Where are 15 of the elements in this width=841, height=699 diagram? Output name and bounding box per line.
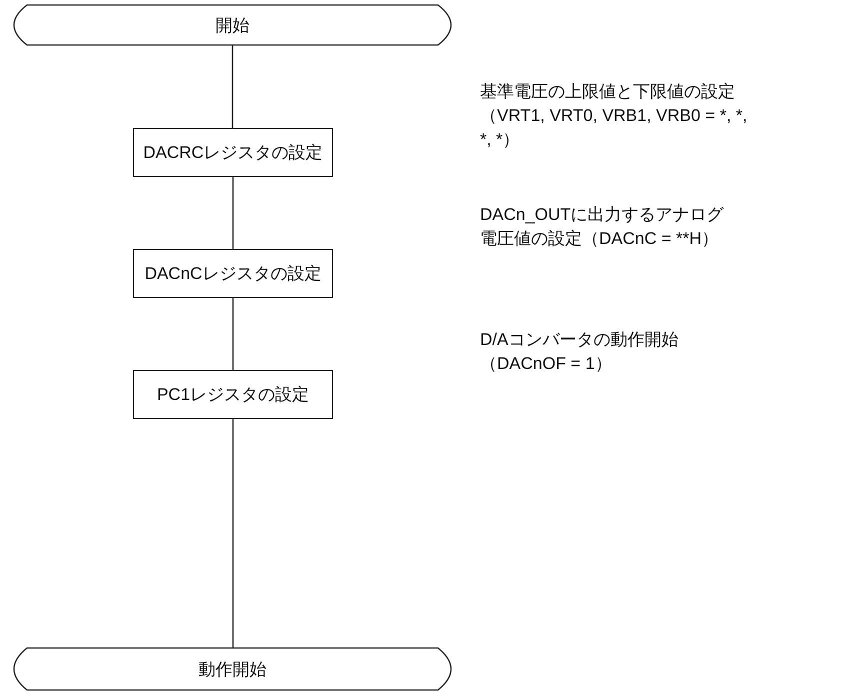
connector-line: [232, 419, 234, 648]
connector-line: [232, 298, 234, 370]
step-note: 基準電圧の上限値と下限値の設定（VRT1, VRT0, VRB1, VRB0 = *, *, *, *）: [480, 81, 748, 151]
process-box: [133, 128, 333, 177]
process-box: [133, 370, 333, 419]
step-note: DACn_OUTに出力するアナログ電圧値の設定（DACnC = **H）: [480, 204, 725, 250]
node-label: DACRCレジスタの設定: [143, 142, 323, 164]
connector-line: [232, 177, 234, 249]
process-box: [133, 249, 333, 298]
node-label: 開始: [216, 14, 250, 36]
node-label: PC1レジスタの設定: [156, 384, 310, 406]
node-label: 動作開始: [198, 658, 266, 680]
node-label: DACnCレジスタの設定: [144, 263, 322, 285]
connector-line: [232, 45, 234, 128]
step-note: D/Aコンバータの動作開始（DACnOF = 1）: [480, 329, 680, 375]
